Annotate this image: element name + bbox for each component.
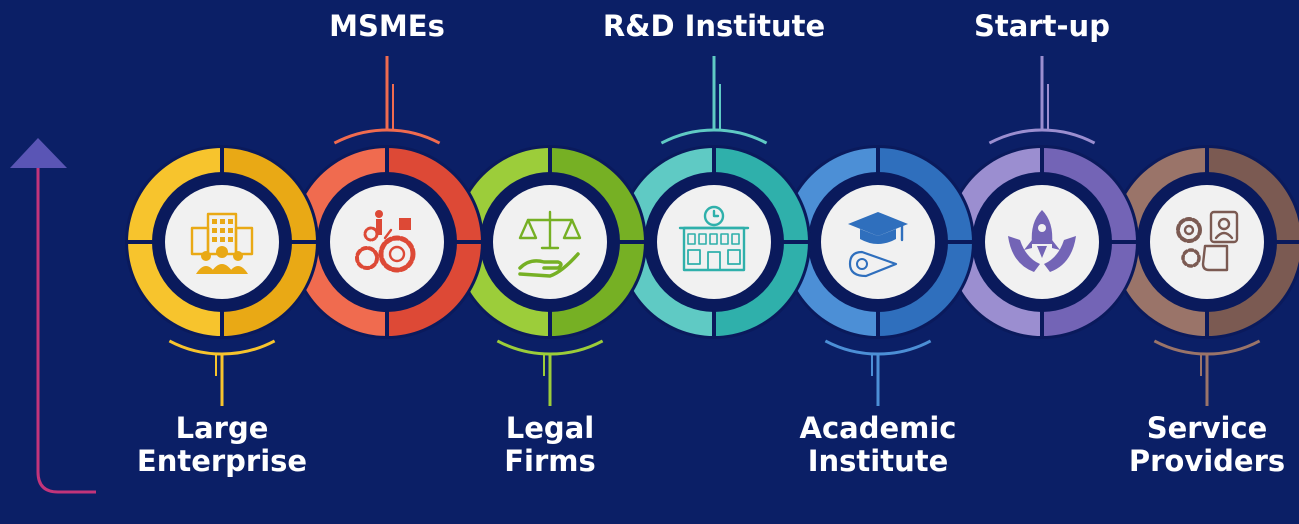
institute-building-with-clock-icon <box>678 205 750 272</box>
cycle-arrow-line <box>36 165 96 494</box>
ring-legal-firms <box>453 145 647 339</box>
gears-and-support-agent-icon <box>1176 210 1239 272</box>
label-line: R&D Institute <box>602 9 826 43</box>
scales-of-justice-on-hand-icon <box>518 210 582 278</box>
connector-arc <box>333 128 441 145</box>
connector-service-providers <box>1153 339 1261 406</box>
connector-msmes <box>333 56 441 145</box>
label-start-up: Start-up <box>974 10 1110 43</box>
rocket-in-hands-icon <box>1008 210 1076 272</box>
connector-legal-firms <box>496 339 604 406</box>
label-rd-institute: R&D Institute <box>603 10 825 43</box>
label-line: Institute <box>807 444 949 478</box>
label-line: Enterprise <box>136 444 308 478</box>
ring-large-enterprise <box>125 145 319 339</box>
label-line: Service <box>1146 411 1268 445</box>
connector-arc <box>988 128 1096 145</box>
connector-start-up <box>988 56 1096 145</box>
office-buildings-with-people-icon <box>190 212 254 274</box>
connector-arc <box>496 339 604 356</box>
label-line: Academic <box>799 411 957 445</box>
cycle-arrow <box>10 138 96 494</box>
ring-start-up <box>945 145 1139 339</box>
connector-arc <box>168 339 276 356</box>
label-msmes: MSMEs <box>329 10 445 43</box>
label-line: Start-up <box>974 9 1110 43</box>
connector-arc <box>1153 339 1261 356</box>
icon-disc <box>1150 185 1264 299</box>
label-line: Firms <box>504 444 596 478</box>
connector-arc <box>660 128 768 145</box>
ring-msmes <box>290 145 484 339</box>
label-line: MSMEs <box>329 9 445 43</box>
label-line: Providers <box>1128 444 1286 478</box>
ring-rd-institute <box>617 145 811 339</box>
ring-service-providers <box>1110 145 1299 339</box>
ring-academic-institute <box>781 145 975 339</box>
graduation-cap-and-diploma-icon <box>848 212 908 278</box>
connector-large-enterprise <box>168 339 276 406</box>
connector-rd-institute <box>660 56 768 145</box>
arrow-up-icon <box>10 138 67 168</box>
icon-disc <box>657 185 771 299</box>
label-line: Legal <box>505 411 595 445</box>
connector-academic-institute <box>824 339 932 406</box>
connector-arc <box>824 339 932 356</box>
gears-and-workers-icon <box>355 210 416 273</box>
label-line: Large <box>175 411 269 445</box>
